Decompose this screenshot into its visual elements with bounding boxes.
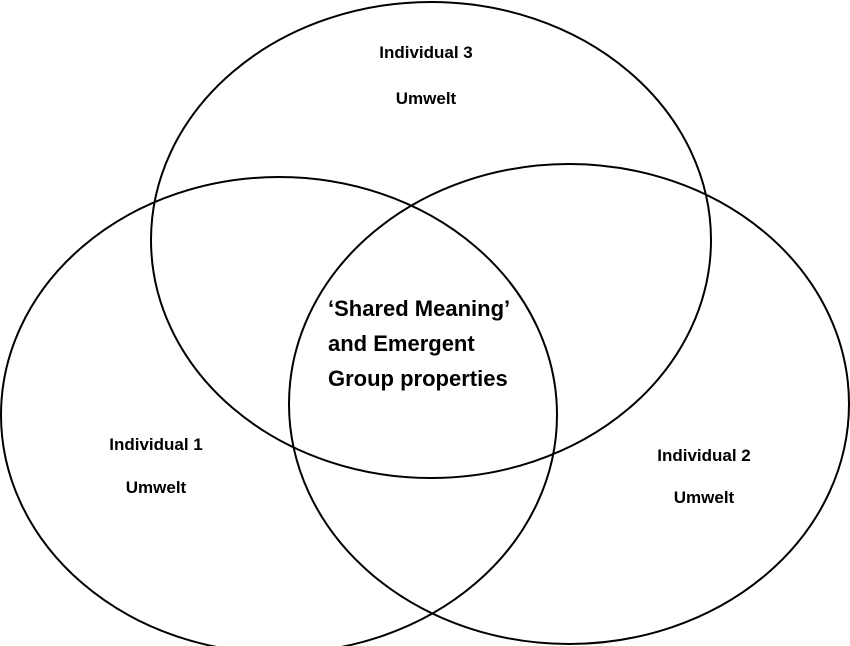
center-line-3: Group properties <box>328 366 508 391</box>
individual-3-umwelt: Umwelt <box>395 89 457 108</box>
individual-2-title: Individual 2 <box>657 446 751 465</box>
individual-1-umwelt: Umwelt <box>125 478 187 497</box>
ellipse-individual-2 <box>288 163 850 645</box>
shared-meaning-label: ‘Shared Meaning’ and Emergent Group prop… <box>328 291 510 396</box>
ellipse-individual-1 <box>0 176 558 646</box>
individual-1-title: Individual 1 <box>109 435 203 454</box>
individual-2-umwelt: Umwelt <box>673 488 735 507</box>
individual-3-title: Individual 3 <box>379 43 473 62</box>
center-line-1: ‘Shared Meaning’ <box>328 296 511 321</box>
ellipse-individual-3 <box>150 1 712 479</box>
center-line-2: and Emergent <box>328 331 475 356</box>
